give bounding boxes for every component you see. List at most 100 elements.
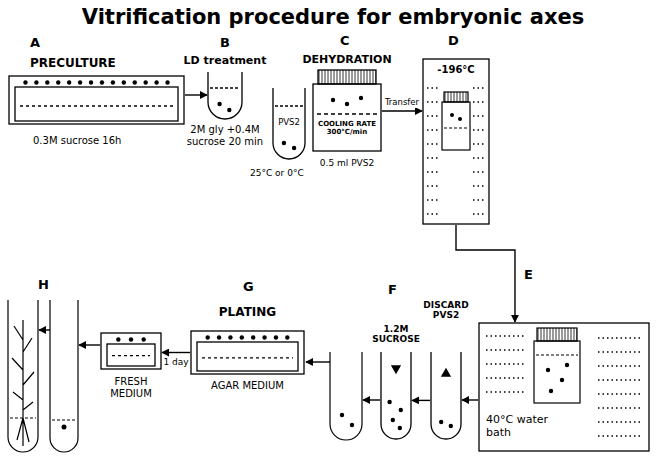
petri-dish-part — [89, 80, 93, 84]
petri-dish-part — [285, 335, 289, 339]
cryovial-part — [359, 96, 363, 100]
culture-tube-seedling — [50, 300, 78, 452]
liquid-nitrogen-dewar-part — [473, 115, 485, 116]
petri-dish-part — [56, 80, 60, 84]
step-arrow — [363, 399, 380, 400]
panel-letter: E — [524, 268, 533, 283]
water-bath-part — [598, 379, 642, 380]
water-bath-part — [598, 421, 642, 422]
process-arrow — [162, 352, 190, 353]
cryovial-in-bath — [549, 389, 553, 393]
cryovial-in-nitrogen — [442, 92, 470, 150]
test-tube-part — [391, 418, 395, 422]
temperature-label: -196°C — [424, 64, 488, 76]
panel-letter: B — [220, 36, 230, 51]
test-tube-part — [381, 352, 411, 439]
petri-dish-part — [274, 335, 278, 339]
culture-tube-plantlet — [8, 300, 38, 452]
liquid-nitrogen-dewar-part — [473, 129, 485, 130]
liquid-nitrogen-dewar-part — [473, 185, 485, 186]
liquid-nitrogen-dewar-part — [427, 87, 439, 88]
petri-dish-part — [9, 76, 184, 124]
water-bath-part — [598, 337, 642, 338]
panel-letter: F — [388, 283, 397, 298]
cryovial-in-bath — [537, 328, 577, 341]
temperature-note: 25°C or 0°C — [250, 168, 304, 178]
cryovial-in-bath — [546, 368, 550, 372]
petri-dish-part — [122, 80, 126, 84]
water-bath-part — [598, 351, 642, 352]
liquid-nitrogen-dewar: -196°C — [422, 58, 490, 225]
petri-dish-outline — [9, 76, 184, 124]
petri-dish-part — [45, 80, 49, 84]
stage-heading: DEHYDRATION — [302, 54, 392, 67]
petri-dish-part — [143, 80, 147, 84]
medium-label: FRESH MEDIUM — [94, 376, 168, 399]
petri-dish-part — [116, 337, 120, 341]
water-bath-outline — [479, 323, 649, 451]
test-tube-part — [210, 87, 240, 88]
water-bath-part — [486, 363, 526, 364]
test-tube-part — [439, 420, 443, 424]
step-arrow — [39, 330, 380, 400]
petri-dish-part — [67, 80, 71, 84]
cryovial-part — [331, 98, 335, 102]
liquid-nitrogen-dewar-part — [427, 101, 439, 102]
liquid-nitrogen-dewar-part — [473, 157, 485, 158]
condition-note: 2M gly +0.4M sucrose 20 min — [179, 124, 271, 147]
petri-dish-outline — [191, 331, 304, 374]
water-bath-part — [486, 377, 526, 378]
culture-tube-plantlet — [12, 320, 34, 446]
petri-dish-part — [154, 80, 158, 84]
petri-dish-part — [228, 335, 232, 339]
cryovial-outline — [313, 70, 381, 151]
liquid-nitrogen-dewar-part — [473, 171, 485, 172]
liquid-nitrogen-dewar-part — [427, 171, 439, 172]
water-bath-part — [598, 393, 642, 394]
test-tube-part — [398, 426, 402, 430]
step-arrow — [39, 329, 50, 330]
petri-dish-part — [101, 333, 161, 369]
stage-heading: LD treatment — [177, 55, 273, 68]
process-arrow — [185, 94, 207, 95]
cryovial-in-nitrogen — [444, 127, 468, 128]
liquid-nitrogen-dewar-outline — [422, 58, 490, 225]
panel-letter: H — [38, 278, 49, 293]
culture-tube-plantlet — [8, 300, 38, 452]
test-tube-part — [227, 108, 231, 112]
panel-letter: D — [448, 34, 459, 49]
test-tube-part — [387, 400, 391, 404]
liquid-nitrogen-dewar-part — [473, 199, 485, 200]
step-label: 1.2M SUCROSE — [368, 324, 424, 345]
petri-dish-part — [100, 80, 104, 84]
test-tube: LD treatment2M gly +0.4M sucrose 20 min — [207, 72, 243, 120]
cryovial-part — [345, 102, 349, 106]
test-tube-part — [442, 369, 450, 376]
diagram-title: Vitrification procedure for embryonic ax… — [0, 5, 666, 29]
rinse-tube — [330, 352, 362, 440]
test-tube-outline — [430, 352, 462, 440]
liquid-nitrogen-dewar-outline — [423, 59, 489, 224]
cryovial-part — [313, 84, 381, 151]
cryovial-in-bath — [534, 341, 580, 403]
petri-dish-part — [112, 355, 150, 356]
petri-dish-outline — [100, 332, 162, 370]
stage-heading: PRECULTURE — [30, 57, 150, 71]
test-tube-outline — [431, 352, 461, 439]
condition-note: 0.3M sucrose 16h — [33, 135, 183, 147]
liquid-nitrogen-dewar-part — [473, 101, 485, 102]
petri-dish-part — [262, 335, 266, 339]
cryovial-part — [317, 113, 377, 114]
cryovial-in-bath — [560, 378, 564, 382]
liquid-nitrogen-dewar-part — [473, 143, 485, 144]
cryovial-in-nitrogen — [442, 102, 470, 150]
step-arrow — [306, 361, 330, 362]
petri-dish-part — [15, 87, 178, 121]
water-bath: 40°C water bath — [478, 322, 650, 452]
liquid-nitrogen-dewar-part — [427, 129, 439, 130]
test-tube-part — [208, 72, 242, 119]
water-bath-part — [486, 335, 526, 336]
cryovial: DEHYDRATIONCOOLING RATE 300°C/min0.5 ml … — [312, 70, 382, 152]
petri-dish-part — [251, 335, 255, 339]
petri-dish-part — [141, 337, 145, 341]
